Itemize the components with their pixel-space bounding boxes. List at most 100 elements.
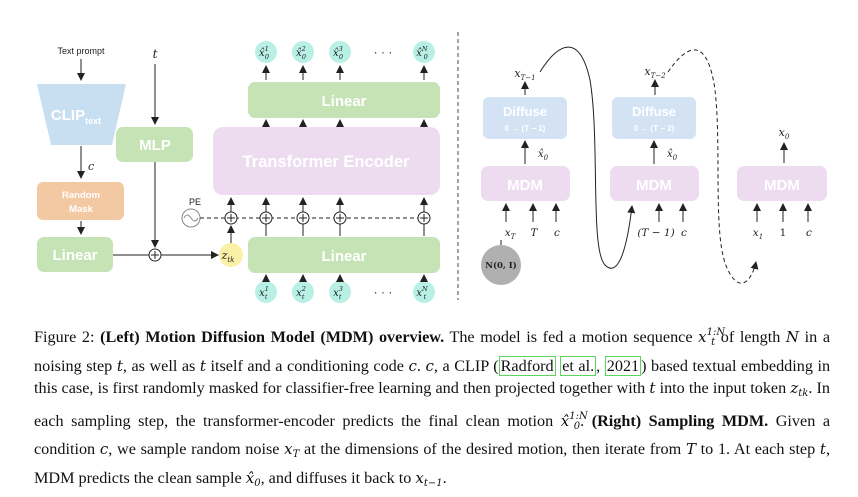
pe-label: PE: [189, 197, 201, 207]
transformer-encoder-label: Transformer Encoder: [243, 153, 410, 171]
c-label: c: [88, 160, 94, 173]
mdm-box-3: [737, 166, 827, 201]
linear-cond-label: Linear: [52, 247, 97, 264]
caption-text: to 1. At each step: [700, 440, 816, 458]
caption-math: x̂1:N0: [560, 410, 588, 432]
step1-input-xT: xT: [505, 227, 517, 241]
caption-math: c: [425, 356, 434, 375]
loop-arrow-2: [667, 49, 759, 284]
mdm-diagram: Text prompt CLIPtext c Random Mask Linea…: [37, 32, 827, 303]
transformer-encoder-box: [213, 127, 440, 195]
mlp-label: MLP: [139, 137, 171, 154]
mdm-box-1: [481, 166, 570, 201]
caption-text: ) based textual embedding in this case, …: [34, 356, 831, 398]
caption-math: xT: [284, 440, 300, 460]
caption-text: into the input token: [659, 379, 787, 397]
caption-text: , as well as: [122, 356, 196, 375]
caption-math: N: [785, 328, 800, 346]
caption-text: The model is fed a motion sequence: [449, 328, 693, 346]
step1-output: xT−1: [514, 67, 535, 82]
caption-left-title: (Left) Motion Diffusion Model (MDM) over…: [100, 328, 445, 346]
step1-input-c: c: [554, 227, 560, 239]
clip-label: CLIPtext: [51, 107, 101, 126]
caption-math: T: [685, 440, 696, 458]
caption-text: at the dimensions of the desired motion,…: [304, 440, 682, 458]
caption-text: of length: [720, 328, 781, 346]
input-token: [255, 281, 277, 303]
output-token: [413, 41, 435, 63]
step2-input-c: c: [681, 227, 687, 239]
noise-source: [481, 245, 521, 285]
output-token: [255, 41, 277, 63]
random-mask-box: [37, 182, 124, 220]
step2-output: xT−2: [644, 65, 666, 80]
step3-input-c: c: [806, 227, 812, 239]
caption-text: .: [442, 468, 447, 487]
diffuse-label-1: Diffuse: [503, 104, 547, 119]
output-token: [329, 41, 351, 63]
caption-math: x̂0: [245, 468, 261, 489]
random-mask-label-1: Random: [62, 190, 100, 201]
linear-bottom-box: [248, 237, 440, 273]
diffuse-label-2: Diffuse: [632, 104, 676, 119]
caption-math: x1:Nt: [698, 327, 726, 348]
mdm-label-2: MDM: [636, 177, 672, 194]
step3-input-1: 1: [780, 227, 787, 239]
mlp-box: [116, 127, 193, 162]
step3-input-x1: x1: [753, 227, 763, 241]
linear-top-label: Linear: [321, 93, 366, 110]
caption-text: .: [580, 411, 585, 430]
caption-math: ztk: [790, 379, 809, 399]
caption-math: t: [649, 379, 656, 397]
caption-math: c: [99, 440, 109, 458]
citation-link[interactable]: Radford: [498, 355, 556, 376]
step2-input-T1: (T − 1): [637, 227, 674, 239]
loop-arrow-1: [539, 46, 636, 269]
clip-encoder-box: [37, 84, 126, 145]
caption-math: xt−1: [415, 468, 443, 489]
caption-text: . In each sampling step, the transformer…: [34, 379, 831, 430]
mdm-box-2: [610, 166, 699, 201]
text-prompt-label: Text prompt: [57, 46, 105, 56]
caption-text: , we sample random noise: [108, 440, 280, 458]
linear-top-box: [248, 82, 440, 118]
figure-caption: Figure 2: (Left) Motion Diffusion Model …: [34, 327, 831, 489]
linear-bottom-label: Linear: [321, 248, 366, 265]
caption-text: .: [416, 356, 421, 375]
diffuse-box-1: [483, 97, 567, 139]
x0hat-1: x̂0: [538, 149, 549, 162]
input-token: [292, 281, 314, 303]
caption-math: t: [819, 440, 826, 458]
input-token: [329, 281, 351, 303]
caption-text: , and diffuses it back to: [260, 468, 412, 487]
input-token: [413, 281, 435, 303]
diffuse-range-1: 0 → (T − 1): [505, 124, 546, 133]
caption-text: itself and a conditioning code: [210, 356, 404, 375]
caption-math: t: [199, 356, 206, 375]
step1-input-T: T: [530, 227, 538, 239]
x0hat-2: x̂0: [667, 149, 678, 162]
caption-text: in a noising step: [34, 328, 831, 375]
input-dots: · · ·: [374, 285, 393, 299]
caption-math: t: [116, 356, 123, 375]
caption-text: , MDM predicts the clean sample: [34, 440, 830, 487]
caption-right-title: (Right) Sampling MDM.: [591, 411, 769, 430]
caption-fig-label: Figure 2:: [34, 328, 95, 346]
caption-math: c: [408, 356, 417, 375]
ztk-token: [219, 243, 243, 267]
diffuse-range-2: 0 → (T − 2): [634, 124, 675, 133]
citation-link[interactable]: et al.: [560, 355, 597, 376]
caption-text: Given a condition: [34, 411, 831, 459]
mdm-label-1: MDM: [507, 177, 543, 194]
diffuse-box-2: [612, 97, 696, 139]
citation-link[interactable]: 2021: [604, 355, 642, 376]
